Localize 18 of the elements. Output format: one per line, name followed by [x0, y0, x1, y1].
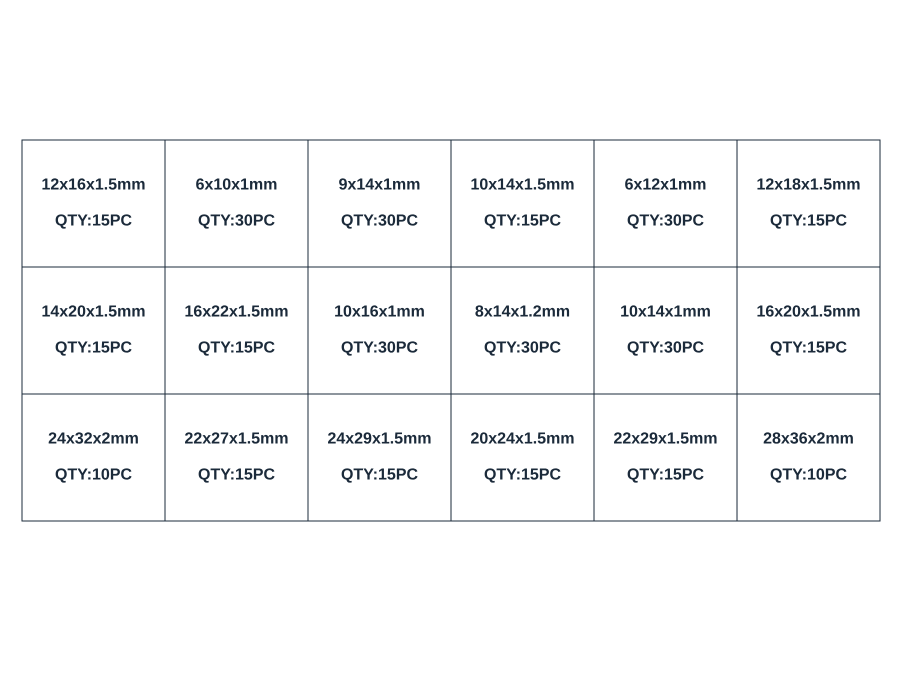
table-cell: 16x22x1.5mm QTY:15PC — [164, 266, 308, 394]
table-cell: 16x20x1.5mm QTY:15PC — [736, 266, 880, 394]
table-cell: 10x16x1mm QTY:30PC — [308, 266, 452, 394]
table-cell: 28x36x2mm QTY:10PC — [736, 394, 880, 522]
table-cell: 14x20x1.5mm QTY:15PC — [22, 266, 166, 394]
table-cell: 6x10x1mm QTY:30PC — [164, 140, 308, 268]
table-cell: 9x14x1mm QTY:30PC — [308, 140, 452, 268]
table-cell: 10x14x1mm QTY:30PC — [594, 266, 738, 394]
table-cell: 10x14x1.5mm QTY:15PC — [450, 140, 594, 268]
table-cell: 12x16x1.5mm QTY:15PC — [22, 140, 166, 268]
table-cell: 24x32x2mm QTY:10PC — [22, 394, 166, 522]
table-cell: 24x29x1.5mm QTY:15PC — [308, 394, 452, 522]
table-cell: 22x29x1.5mm QTY:15PC — [594, 394, 738, 522]
table-cell: 12x18x1.5mm QTY:15PC — [736, 140, 880, 268]
table-cell: 20x24x1.5mm QTY:15PC — [450, 394, 594, 522]
table-cell: 6x12x1mm QTY:30PC — [594, 140, 738, 268]
table-cell: 22x27x1.5mm QTY:15PC — [164, 394, 308, 522]
table-cell: 8x14x1.2mm QTY:30PC — [450, 266, 594, 394]
